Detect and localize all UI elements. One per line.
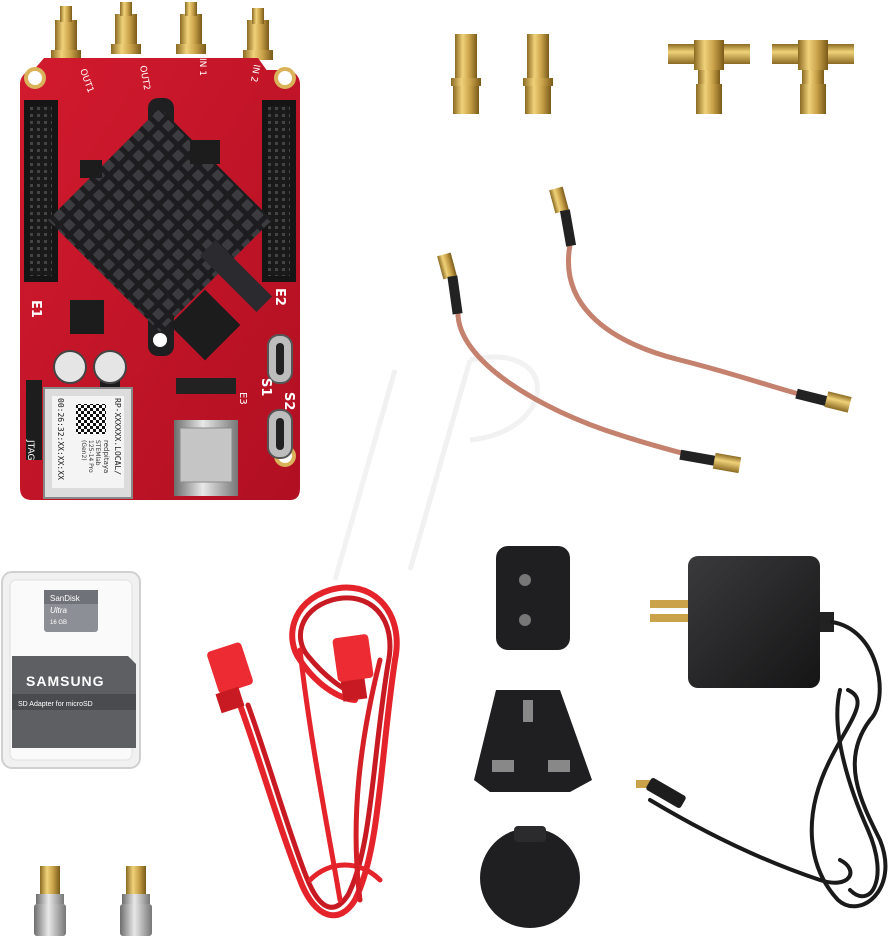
- adapter-text: SD Adapter for microSD: [18, 701, 93, 708]
- rf-cable-1: [549, 186, 852, 413]
- label-s1: S1: [258, 378, 273, 396]
- label-mac: 00:26:32:XX:XX:XX: [56, 398, 65, 480]
- label-e2: E2: [272, 288, 287, 306]
- adapter-brand: SAMSUNG: [26, 673, 105, 689]
- rj45-plug-right: [332, 634, 374, 702]
- power-cable: [648, 620, 888, 909]
- card-line: Ultra: [50, 606, 67, 615]
- au-plug-adapter: [480, 826, 580, 928]
- red-pitaya-board: OUT1 OUT2 IN 1 IN 2 E1 E2 E3 S1 S2 JTAG …: [20, 2, 300, 500]
- rf-cable-2: [437, 252, 742, 474]
- label-e1: E1: [28, 300, 43, 318]
- label-in1: IN 1: [197, 58, 207, 76]
- bnc-adapter-2: [120, 866, 152, 936]
- sma-connector-out2: [111, 2, 141, 54]
- microsd-card: SanDisk Ultra 16 GB: [44, 590, 98, 632]
- sma-connector-in1: [176, 2, 206, 54]
- eu-plug-adapter: [496, 546, 570, 650]
- card-capacity: 16 GB: [50, 620, 67, 626]
- label-brand: redpitaya: [102, 440, 110, 473]
- usb-c-plug: [636, 778, 686, 808]
- sma-terminator-2: [523, 34, 553, 114]
- label-out2: OUT2: [137, 65, 151, 91]
- label-jtag: JTAG: [25, 439, 35, 460]
- sma-terminator-1: [451, 34, 481, 114]
- bnc-adapter-1: [34, 866, 66, 936]
- sma-tee-adapter-2: [772, 40, 854, 114]
- sma-connector-out1: [51, 6, 81, 60]
- label-in2: IN 2: [248, 63, 261, 82]
- sd-adapter: SAMSUNG SD Adapter for microSD: [12, 656, 136, 748]
- card-brand: SanDisk: [50, 594, 81, 603]
- label-model: STEMlab: [94, 440, 101, 466]
- sd-card-package: SanDisk Ultra 16 GB SAMSUNG SD Adapter f…: [1, 571, 141, 769]
- label-gen: (Gen2): [80, 440, 87, 461]
- uk-plug-adapter: [474, 690, 592, 792]
- label-hostname: RP-XXXXXX.LOCAL/: [113, 398, 122, 475]
- watermark: [332, 354, 540, 581]
- label-s2: S2: [281, 392, 296, 410]
- ethernet-cable: [237, 584, 400, 919]
- sma-tee-adapter-1: [668, 40, 750, 114]
- power-supply-charger: [650, 556, 834, 688]
- rj45-plug-left: [207, 642, 253, 714]
- label-variant: 125-14 Pro: [87, 440, 94, 473]
- qr-code: [76, 404, 106, 434]
- label-e3: E3: [237, 392, 248, 405]
- sma-connector-in2: [243, 8, 273, 60]
- connector-e3: [176, 378, 236, 394]
